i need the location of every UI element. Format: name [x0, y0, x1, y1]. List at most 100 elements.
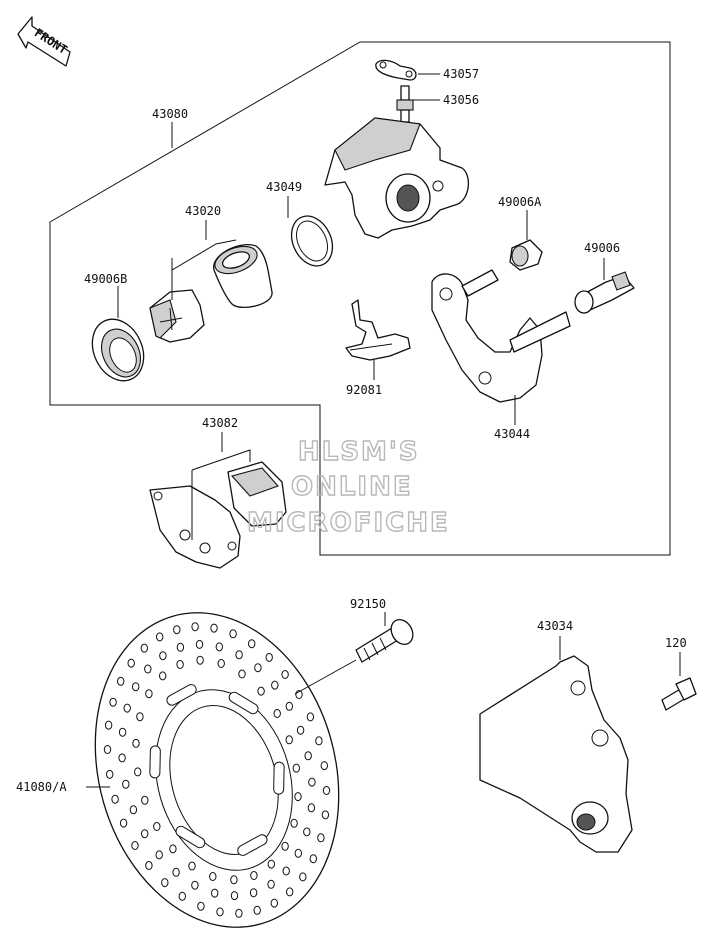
- brake-pads-part: [149, 461, 287, 569]
- callout-43080: 43080: [152, 107, 188, 121]
- disc-drill-hole: [281, 841, 289, 851]
- callout-43020: 43020: [185, 204, 221, 218]
- disc-drill-hole: [188, 861, 196, 871]
- disc-drill-hole: [215, 642, 224, 652]
- disc-drill-hole: [159, 651, 167, 661]
- callout-43034: 43034: [537, 619, 573, 633]
- disc-drill-hole: [273, 709, 281, 718]
- disc-drill-hole: [195, 639, 204, 649]
- disc-drill-hole: [117, 676, 125, 686]
- disc-drill-hole: [210, 623, 218, 633]
- caliper-assembly-outline: [49, 41, 671, 556]
- piston-part: [213, 244, 273, 308]
- pad-spring-part: [345, 299, 411, 361]
- disc-drill-hole: [153, 822, 161, 831]
- disc-drill-hole: [176, 642, 185, 652]
- disc-drill-hole: [216, 907, 224, 917]
- disc-drill-hole: [144, 664, 152, 674]
- callout-43082: 43082: [202, 416, 238, 430]
- slide-pin-part: [574, 271, 635, 314]
- disc-drill-hole: [172, 867, 180, 877]
- piston-boot-part: [149, 289, 205, 343]
- disc-drill-hole: [321, 810, 330, 820]
- pin-boot-part: [509, 239, 543, 271]
- callout-49006: 49006: [584, 241, 620, 255]
- disc-drill-hole: [178, 891, 187, 901]
- disc-drill-hole: [145, 861, 153, 870]
- disc-drill-hole: [118, 727, 127, 737]
- disc-drill-hole: [118, 753, 126, 763]
- disc-drill-hole: [104, 720, 113, 730]
- disc-drill-hole: [320, 761, 328, 771]
- disc-drill-hole: [209, 872, 217, 881]
- disc-drill-hole: [145, 689, 153, 699]
- disc-drill-hole: [285, 701, 293, 711]
- disc-drill-hole: [250, 871, 258, 880]
- disc-drill-hole: [235, 908, 243, 918]
- disc-drill-hole: [132, 738, 140, 748]
- disc-drill-hole: [119, 818, 128, 828]
- disc-drill-hole: [159, 671, 167, 681]
- disc-drill-hole: [249, 888, 258, 898]
- disc-slot: [149, 745, 161, 779]
- disc-drill-hole: [267, 859, 275, 869]
- disc-drill-hole: [294, 848, 302, 858]
- disc-drill-hole: [257, 686, 265, 696]
- disc-drill-hole: [285, 735, 293, 745]
- disc-drill-hole: [140, 643, 149, 653]
- disc-drill-hole: [129, 805, 138, 815]
- disc-drill-hole: [127, 658, 135, 668]
- disc-drill-hole: [230, 875, 238, 885]
- disc-drill-hole: [103, 745, 112, 754]
- brake-disc-part: [94, 612, 340, 928]
- disc-drill-hole: [155, 850, 163, 860]
- seal-ring-part: [290, 215, 334, 267]
- disc-drill-hole: [134, 767, 142, 777]
- disc-drill-hole: [296, 725, 305, 735]
- callout-92081: 92081: [346, 383, 382, 397]
- disc-drill-hole: [141, 829, 149, 839]
- disc-drill-hole: [281, 670, 289, 679]
- callout-41080-A: 41080/A: [16, 780, 67, 794]
- disc-drill-hole: [191, 880, 199, 890]
- bleeder-cap-part: [375, 59, 417, 81]
- disc-drill-hole: [211, 888, 219, 898]
- watermark: HLSM'S ONLINE MICROFICHE: [246, 436, 448, 538]
- disc-drill-hole: [294, 792, 302, 802]
- disc-drill-hole: [299, 872, 307, 882]
- disc-drill-hole: [122, 779, 130, 789]
- disc-drill-hole: [282, 866, 290, 876]
- watermark-line-1: HLSM'S: [298, 437, 420, 467]
- disc-drill-hole: [238, 669, 246, 679]
- disc-drill-hole: [106, 769, 114, 779]
- disc-drill-hole: [290, 818, 298, 828]
- callout-43044: 43044: [494, 427, 530, 441]
- disc-bolt-part: [355, 619, 414, 663]
- disc-drill-hole: [141, 795, 149, 805]
- disc-drill-hole: [307, 803, 316, 813]
- disc-drill-hole: [109, 697, 117, 707]
- callout-49006B: 49006B: [84, 272, 127, 286]
- disc-drill-hole: [308, 777, 316, 787]
- disc-drill-hole: [322, 786, 331, 795]
- disc-drill-hole: [265, 652, 273, 662]
- disc-drill-hole: [292, 763, 300, 773]
- disc-drill-hole: [267, 879, 275, 889]
- callout-120: 120: [665, 636, 687, 650]
- callout-49006A: 49006A: [498, 195, 542, 209]
- disc-drill-hole: [132, 682, 140, 692]
- disc-drill-hole: [270, 898, 278, 908]
- watermark-line-2: ONLINE: [291, 472, 413, 502]
- disc-drill-hole: [131, 841, 139, 850]
- disc-slot: [237, 834, 268, 856]
- disc-drill-hole: [317, 833, 325, 843]
- dust-seal-part: [91, 318, 145, 382]
- disc-drill-hole: [196, 655, 204, 665]
- disc-drill-hole: [197, 901, 205, 911]
- disc-drill-hole: [169, 844, 177, 854]
- disc-drill-hole: [161, 878, 169, 888]
- leader-lines: [86, 73, 681, 788]
- disc-drill-hole: [230, 891, 239, 901]
